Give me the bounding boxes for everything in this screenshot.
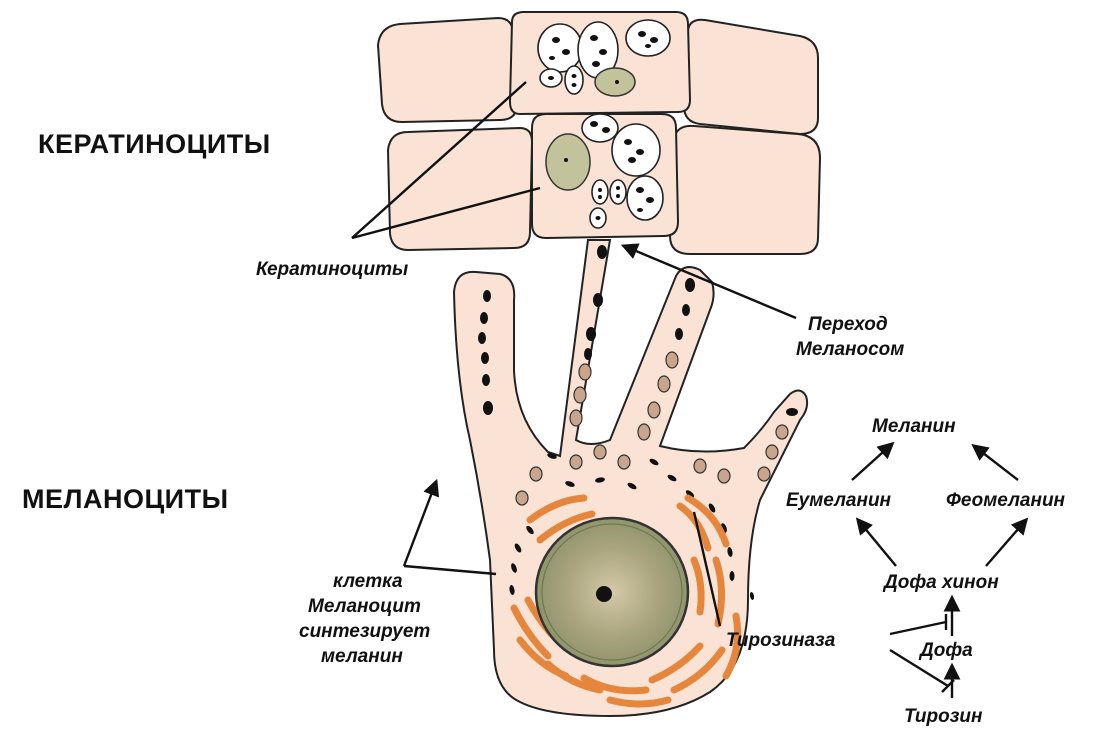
- keratinocyte-mid-left: [388, 128, 532, 250]
- section-label-melanocytes: МЕЛАНОЦИТЫ: [22, 484, 229, 514]
- nucleolus: [596, 586, 612, 602]
- label-cell-line2: Меланоцит: [308, 596, 421, 617]
- pathway-eumelanin: Еумеланин: [786, 490, 892, 511]
- arrow-eumelanin-melanin: [852, 444, 892, 480]
- pathway-melanin: Меланин: [872, 416, 956, 437]
- pathway-pheomelanin: Феомеланин: [946, 490, 1066, 511]
- keratinocyte-top-left: [378, 18, 517, 122]
- keratinocyte-mid-right: [670, 126, 820, 254]
- label-cell-line1: клетка: [333, 571, 403, 592]
- arrow-dopaquinone-pheomelanin: [986, 520, 1026, 566]
- arrow-pheomelanin-melanin: [974, 446, 1018, 480]
- label-cell-line4: меланин: [321, 646, 403, 667]
- pathway-tyrosinase: Тирозиназа: [726, 630, 836, 651]
- label-transfer-line2: Меланосом: [796, 339, 904, 360]
- pathway-dopa: Дофа: [918, 640, 973, 661]
- arrow-dopaquinone-eumelanin: [858, 520, 896, 566]
- melanocyte-nucleus: [536, 518, 688, 666]
- pathway-tyrosine: Тирозин: [904, 706, 983, 727]
- inhibit-tyrosinase-dopaquinone: [890, 622, 946, 634]
- section-label-keratinocytes: КЕРАТИНОЦИТЫ: [38, 129, 271, 159]
- pathway-dopaquinone: Дофа хинон: [882, 572, 999, 593]
- keratinocyte-top-right: [684, 20, 818, 134]
- label-transfer-line1: Переход: [808, 314, 888, 335]
- label-keratinocytes: Кератиноциты: [256, 259, 408, 280]
- label-cell-line3: синтезирует: [299, 621, 430, 642]
